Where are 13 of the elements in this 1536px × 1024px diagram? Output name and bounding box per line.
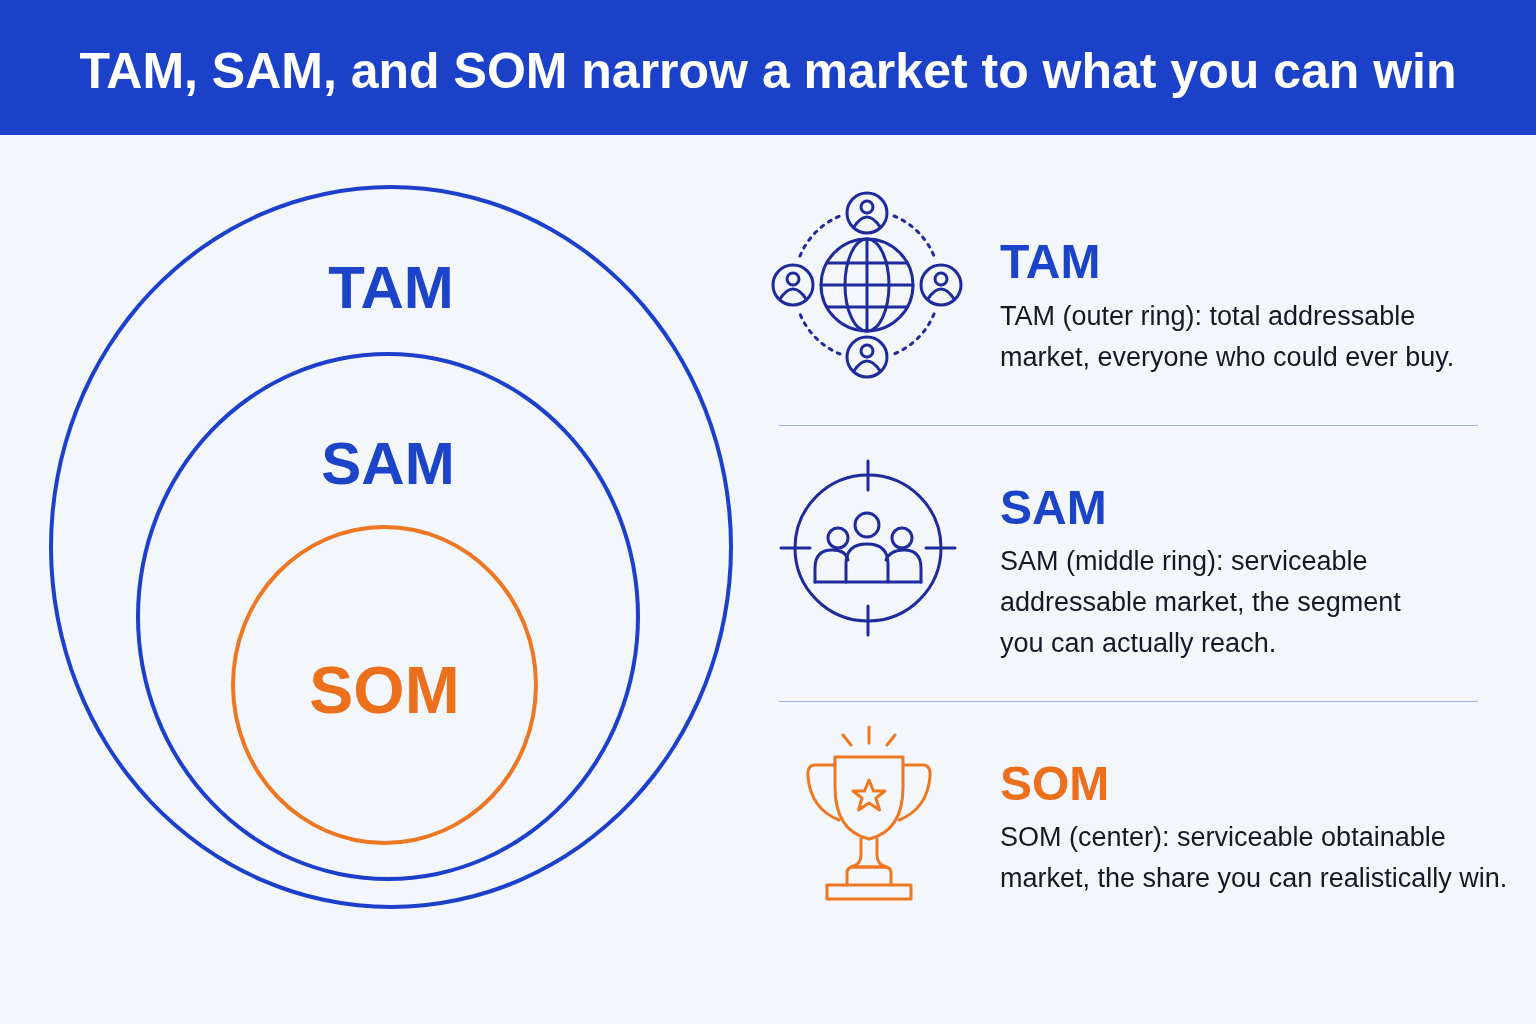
ring-outline [49, 185, 733, 909]
ring-label: TAM [328, 258, 454, 318]
section-heading: SAM [1000, 484, 1107, 532]
ring-label: SOM [309, 657, 460, 723]
description-text: TAM (outer ring): total addressable market, everyone who could ever buy. [1000, 300, 1456, 374]
ring-label: SAM [321, 434, 455, 494]
description-text: SOM (center): serviceable obtainable market, the share you can realistically win. [1000, 821, 1509, 895]
description-text: SAM (middle ring): serviceable addressable market, the segment you can actually reach. [1000, 545, 1402, 660]
section-heading: SOM [1000, 760, 1110, 808]
section-heading: TAM [1000, 238, 1101, 286]
title: TAM, SAM, and SOM narrow a market to what you can win [79, 46, 1457, 96]
ring-outline [231, 525, 538, 845]
ring-outline [136, 352, 640, 881]
